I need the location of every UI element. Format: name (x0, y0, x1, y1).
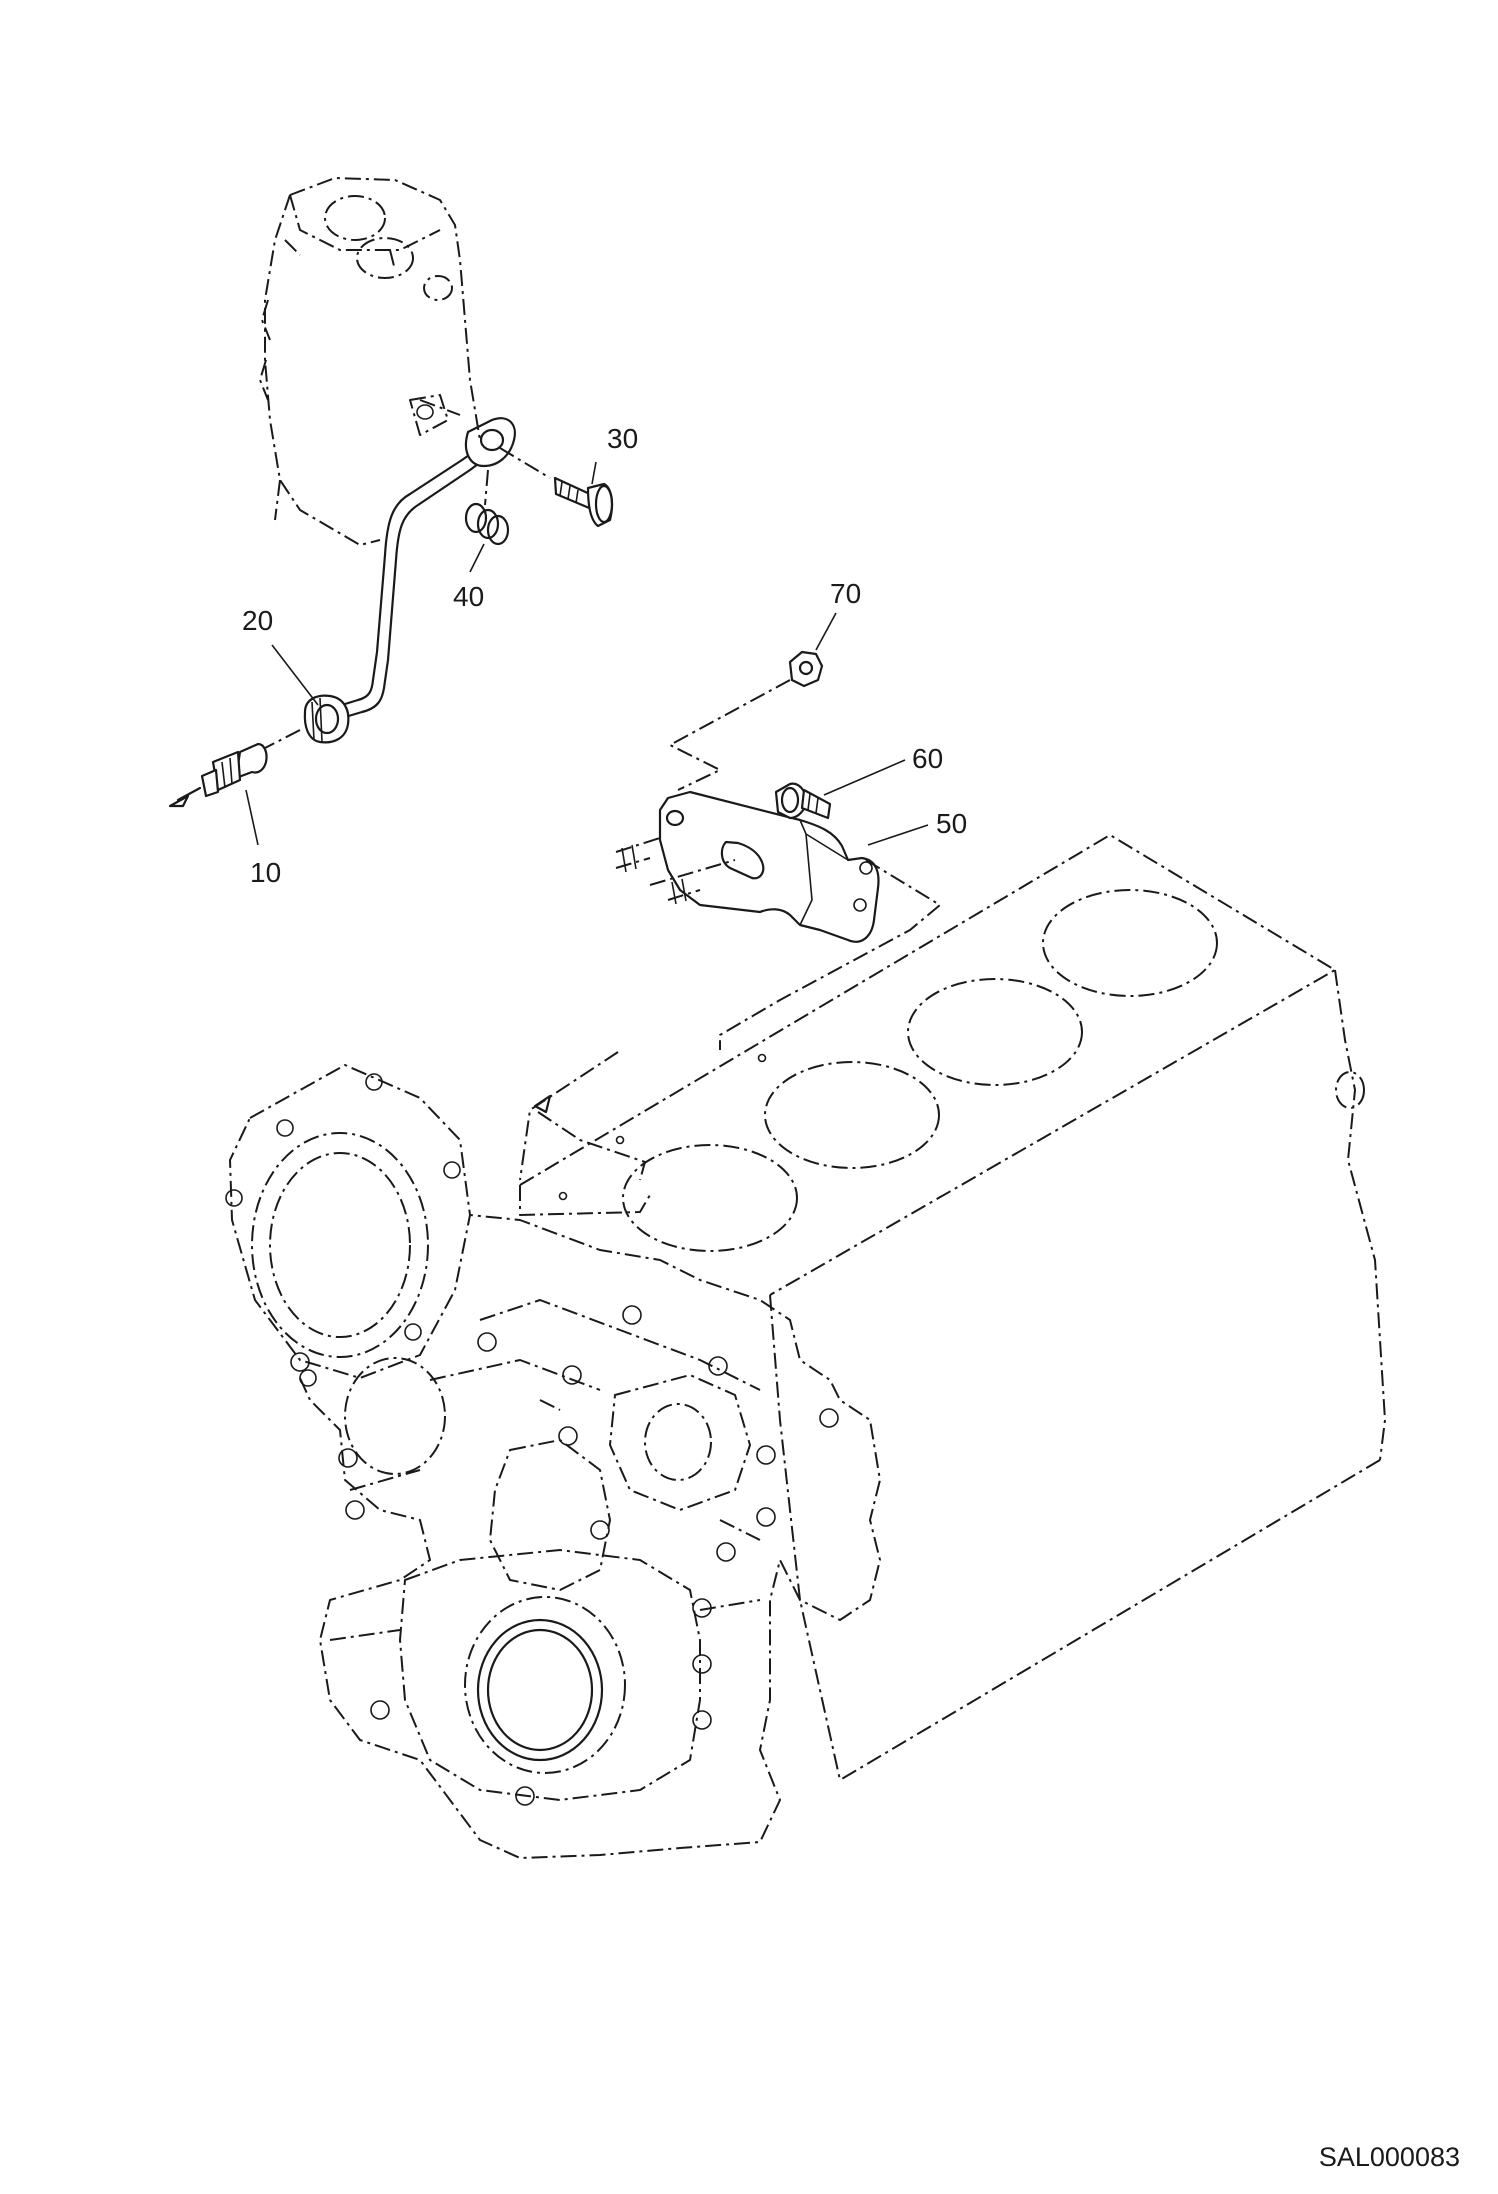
crank-seal-bore (464, 1596, 626, 1774)
alignment-arrow (519, 1051, 646, 1181)
callout-20: 20 (242, 605, 273, 636)
leader-30 (591, 461, 597, 485)
crank-seal (476, 1618, 604, 1762)
leader-50 (867, 824, 929, 846)
leader-20 (271, 644, 319, 706)
cylinder-bore-2 (764, 1061, 940, 1169)
document-id: SAL000083 (1319, 2142, 1460, 2172)
callout-40: 40 (453, 581, 484, 612)
callout-50: 50 (936, 808, 967, 839)
nozzle-fitting-part-10 (168, 729, 301, 808)
leader-40 (469, 543, 485, 573)
leader-10 (245, 789, 259, 846)
leader-60 (823, 759, 906, 796)
bracket-part-50 (615, 790, 941, 1050)
injection-pump-housing (259, 177, 481, 546)
callout-10: 10 (250, 857, 281, 888)
injection-pipe-part-20 (303, 417, 516, 744)
engine-block (519, 834, 1386, 1781)
flywheel-housing-bore (251, 1132, 429, 1358)
washers-part-40 (464, 469, 510, 546)
banjo-bolt-part-30 (419, 399, 614, 528)
nut-part-70 (669, 650, 824, 791)
callout-70: 70 (830, 578, 861, 609)
cylinder-bore-1 (622, 1144, 798, 1252)
gear-case (225, 1064, 881, 1859)
bolt-part-60 (774, 782, 832, 820)
cylinder-bore-3 (907, 978, 1083, 1086)
cylinder-bore-4 (1042, 889, 1218, 997)
callout-60: 60 (912, 743, 943, 774)
leader-70 (815, 612, 837, 651)
callout-30: 30 (607, 423, 638, 454)
leader-lines (245, 461, 929, 846)
